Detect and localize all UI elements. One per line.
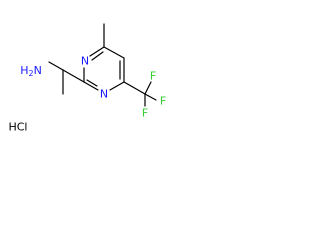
ring-nitrogen-left: N bbox=[81, 55, 89, 68]
amine-label: H2N bbox=[20, 64, 42, 78]
bond-n1-c2 bbox=[83, 81, 99, 91]
bond-cf3-f-right bbox=[144, 93, 157, 101]
fluorine-right: F bbox=[160, 95, 166, 108]
bond-n3-c4 bbox=[89, 46, 105, 57]
molecule-structure: N N H2N F F F HCl bbox=[8, 23, 166, 134]
bond-cf3-f-top bbox=[144, 81, 152, 95]
bond-n3-c4-double bbox=[91, 51, 104, 61]
ring-nitrogen-right: N bbox=[100, 88, 108, 101]
salt-label: HCl bbox=[8, 121, 27, 134]
bond-c2-chiral bbox=[62, 69, 85, 83]
amine-n: N bbox=[34, 64, 42, 77]
amine-subscript: 2 bbox=[28, 69, 33, 78]
bond-c4-c5 bbox=[103, 46, 125, 59]
bond-n1-c2-double bbox=[86, 79, 98, 87]
bond-c6-n1 bbox=[109, 81, 125, 91]
bond-chiral-amine bbox=[48, 61, 64, 71]
bond-c6-cf3 bbox=[123, 81, 146, 95]
fluorine-bottom: F bbox=[142, 107, 148, 120]
amine-h: H bbox=[20, 64, 28, 77]
fluorine-top: F bbox=[150, 70, 156, 83]
